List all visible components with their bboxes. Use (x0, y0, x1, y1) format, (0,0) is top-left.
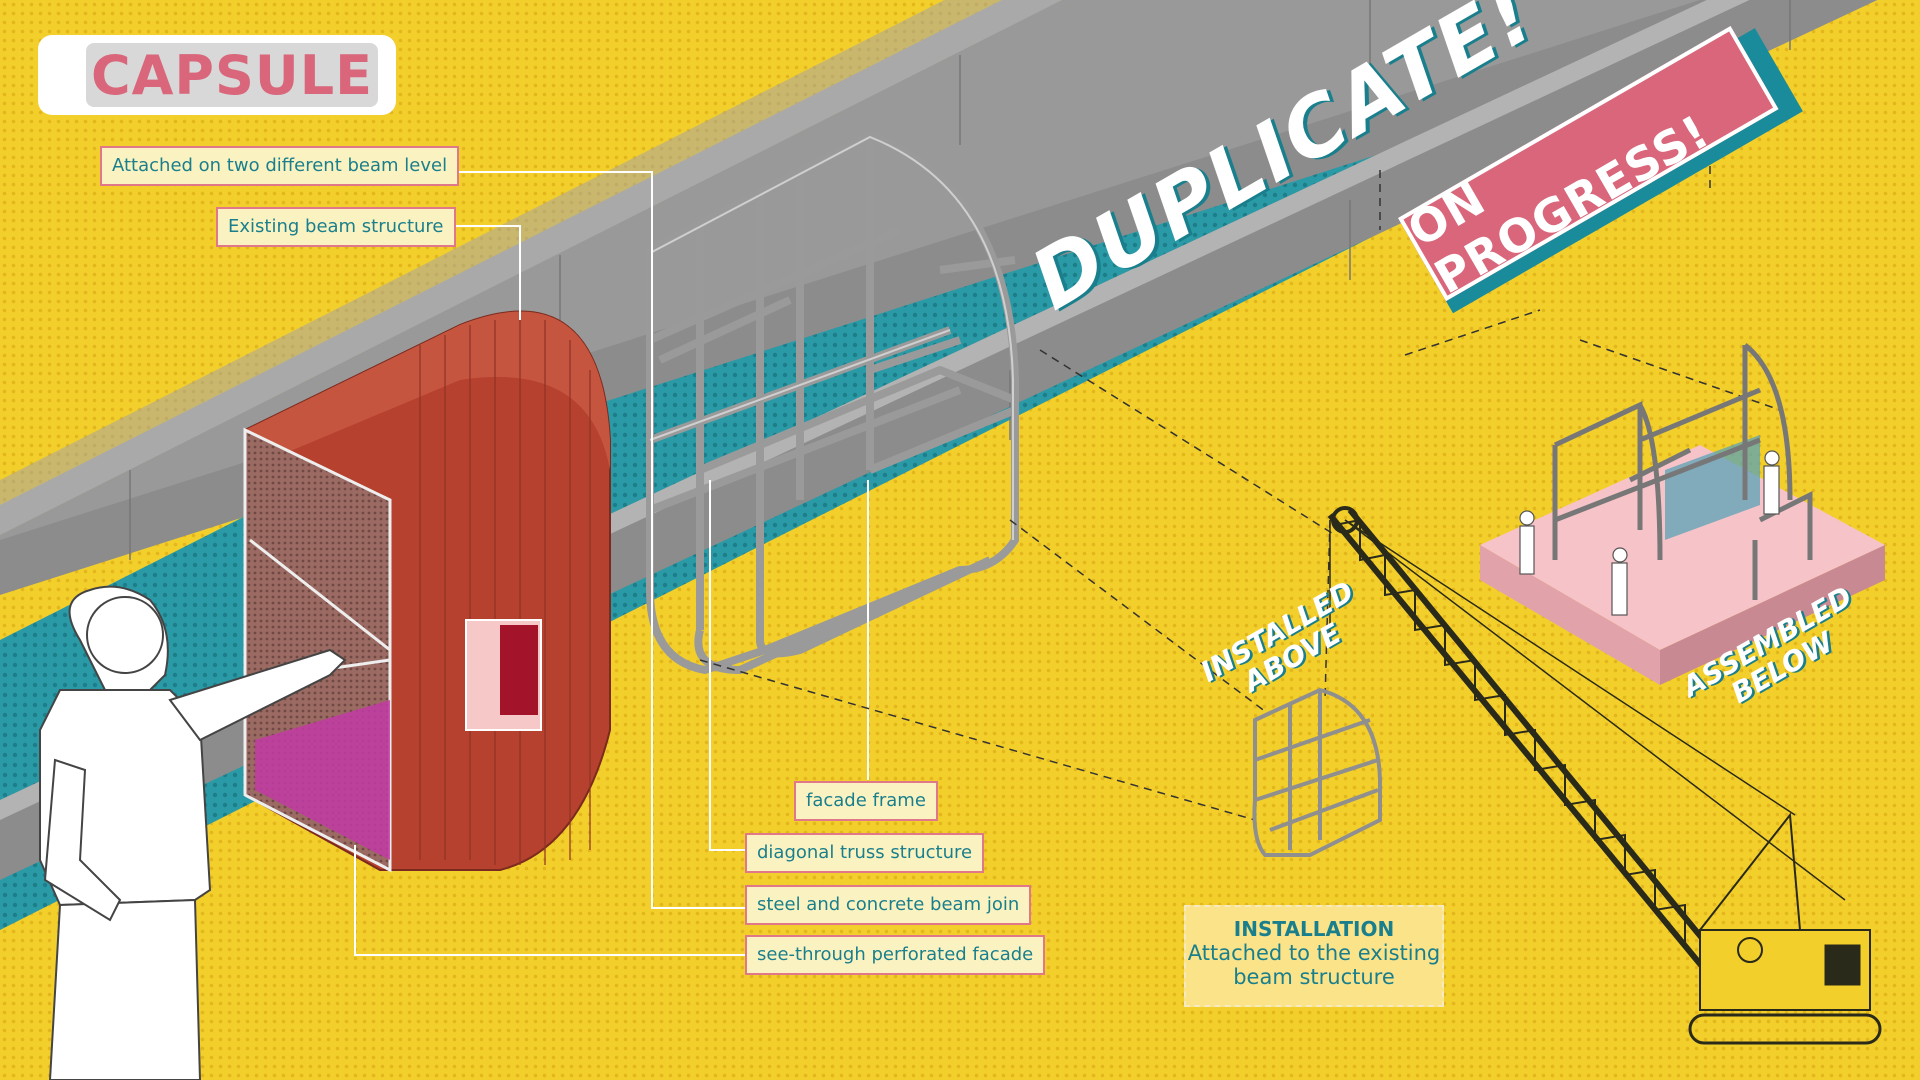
assembly-platform (1480, 343, 1885, 685)
installation-guide-lines (699, 110, 1781, 821)
callout-attached: Attached on two different beam level (100, 146, 460, 186)
callout-steel-concrete: steel and concrete beam join (745, 885, 1032, 925)
beam-segment-lines (129, 0, 1791, 560)
installation-line1: Attached to the existing (1187, 941, 1441, 965)
boy-figure (39, 585, 347, 1080)
callout-diagonal-truss: diagonal truss structure (745, 833, 985, 873)
red-capsule-module (243, 310, 611, 873)
installed-frame-small (1252, 687, 1382, 857)
callout-leader-lines (354, 171, 869, 956)
crawler-crane (1327, 506, 1882, 1045)
installation-line2: beam structure (1233, 965, 1395, 989)
page-title: CAPSULE (90, 43, 374, 107)
installation-heading: INSTALLATION (1233, 917, 1395, 941)
title-pill: CAPSULE (86, 43, 378, 107)
callout-facade-frame: facade frame (794, 781, 938, 821)
installation-note: INSTALLATION Attached to the existing be… (1184, 905, 1444, 1007)
callout-see-through: see-through perforated facade (745, 935, 1046, 975)
steel-frame-highlight (649, 135, 1014, 540)
callout-existing-beam: Existing beam structure (216, 207, 456, 247)
title-card: CAPSULE (38, 35, 396, 115)
